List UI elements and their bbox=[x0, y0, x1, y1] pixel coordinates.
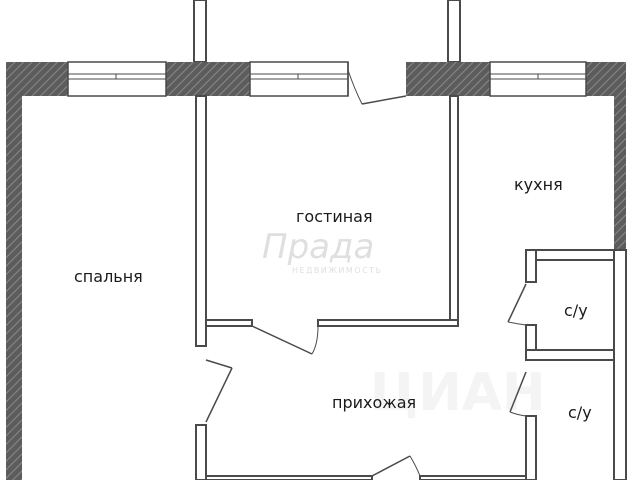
windows bbox=[67, 61, 587, 97]
exterior-walls bbox=[6, 62, 626, 480]
room-label-bath-2: с/у bbox=[568, 403, 592, 422]
wall-bedroom-hall bbox=[195, 424, 207, 480]
window bbox=[67, 61, 167, 97]
room-label-bath-1: с/у bbox=[564, 301, 588, 320]
door-bath-2 bbox=[509, 371, 527, 417]
watermark-tagline: НЕДВИЖИМОСТЬ bbox=[292, 266, 383, 275]
wall-stub-top-right bbox=[447, 0, 461, 63]
wall-hall-bottom-right bbox=[419, 475, 527, 480]
room-label-kitchen: кухня bbox=[514, 175, 563, 194]
watermark: Прада НЕДВИЖИМОСТЬ ЦИАН bbox=[262, 227, 546, 423]
balcony-door bbox=[347, 62, 407, 105]
wall-segment bbox=[406, 62, 490, 96]
room-label-living: гостиная bbox=[296, 207, 373, 226]
window bbox=[489, 61, 587, 97]
room-label-hall: прихожая bbox=[332, 393, 416, 412]
wall-living-bottom-right bbox=[317, 319, 459, 327]
watermark-logo: Прада bbox=[262, 227, 374, 267]
wall-bath-left-top bbox=[525, 249, 537, 283]
wall-right bbox=[614, 62, 626, 250]
wall-kitchen-bottom bbox=[525, 249, 627, 261]
door-living bbox=[251, 325, 319, 355]
door-bath-1 bbox=[507, 283, 527, 326]
wall-segment bbox=[166, 62, 250, 96]
wall-bath-left-bottom bbox=[525, 415, 537, 480]
wall-bath-right bbox=[613, 249, 627, 480]
interior-walls bbox=[195, 95, 627, 480]
wall-left bbox=[6, 62, 22, 480]
wall-bedroom-living bbox=[195, 95, 207, 347]
wall-living-bottom-left bbox=[205, 319, 253, 327]
door-bedroom bbox=[205, 359, 233, 423]
door-entrance bbox=[371, 455, 421, 477]
wall-hall-bottom-left bbox=[205, 475, 373, 480]
window bbox=[249, 61, 349, 97]
watermark-brand: ЦИАН bbox=[370, 363, 546, 423]
wall-bath-divider bbox=[525, 349, 627, 361]
doors bbox=[205, 283, 527, 477]
wall-stub-top-left bbox=[193, 0, 207, 63]
room-label-bedroom: спальня bbox=[74, 267, 143, 286]
wall-living-kitchen bbox=[449, 95, 459, 325]
